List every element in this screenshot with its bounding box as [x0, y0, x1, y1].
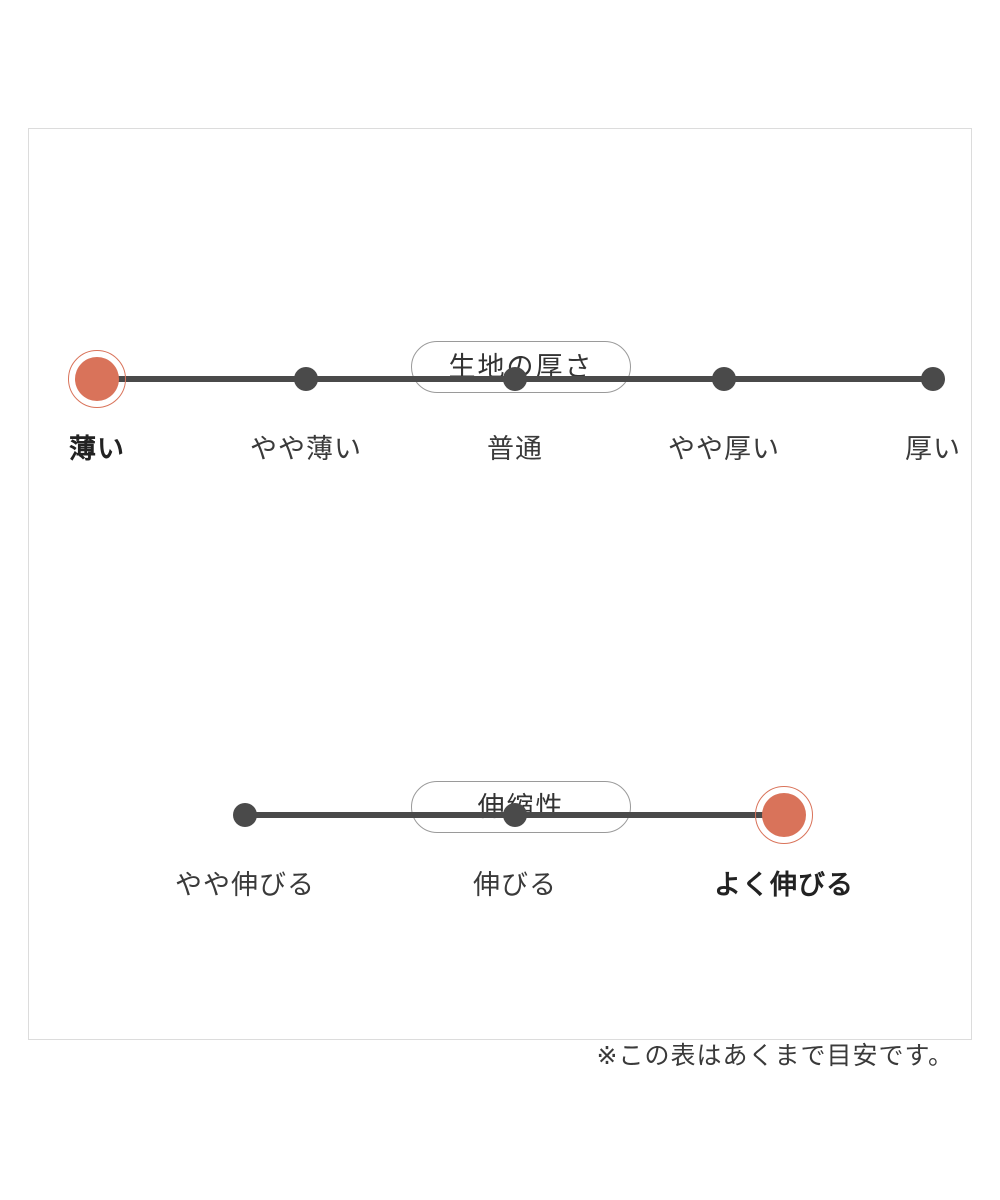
spec-chart-panel: 生地の厚さ 薄い やや薄い 普通 やや厚い 厚い 伸縮性 やや伸びる 伸びる よ…: [28, 128, 972, 1040]
stretch-label-1: 伸びる: [473, 870, 557, 900]
thickness-node-3[interactable]: [712, 367, 736, 391]
chart-note: ※この表はあくまで目安です。: [596, 1042, 954, 1070]
thickness-label-4: 厚い: [905, 434, 961, 464]
thickness-node-1[interactable]: [294, 367, 318, 391]
thickness-label-1: やや薄い: [250, 434, 362, 464]
stretch-label-0: やや伸びる: [175, 870, 315, 900]
stretch-label-2: よく伸びる: [714, 870, 854, 900]
thickness-label-0: 薄い: [69, 434, 125, 464]
thickness-node-2[interactable]: [503, 367, 527, 391]
thickness-node-0-ring: [68, 350, 126, 408]
thickness-node-4[interactable]: [921, 367, 945, 391]
thickness-label-2: 普通: [487, 434, 543, 464]
stretch-node-0[interactable]: [233, 803, 257, 827]
stretch-node-1[interactable]: [503, 803, 527, 827]
stretch-node-2[interactable]: [762, 793, 806, 837]
thickness-node-0[interactable]: [75, 357, 119, 401]
stretch-node-2-ring: [755, 786, 813, 844]
thickness-label-3: やや厚い: [668, 434, 780, 464]
